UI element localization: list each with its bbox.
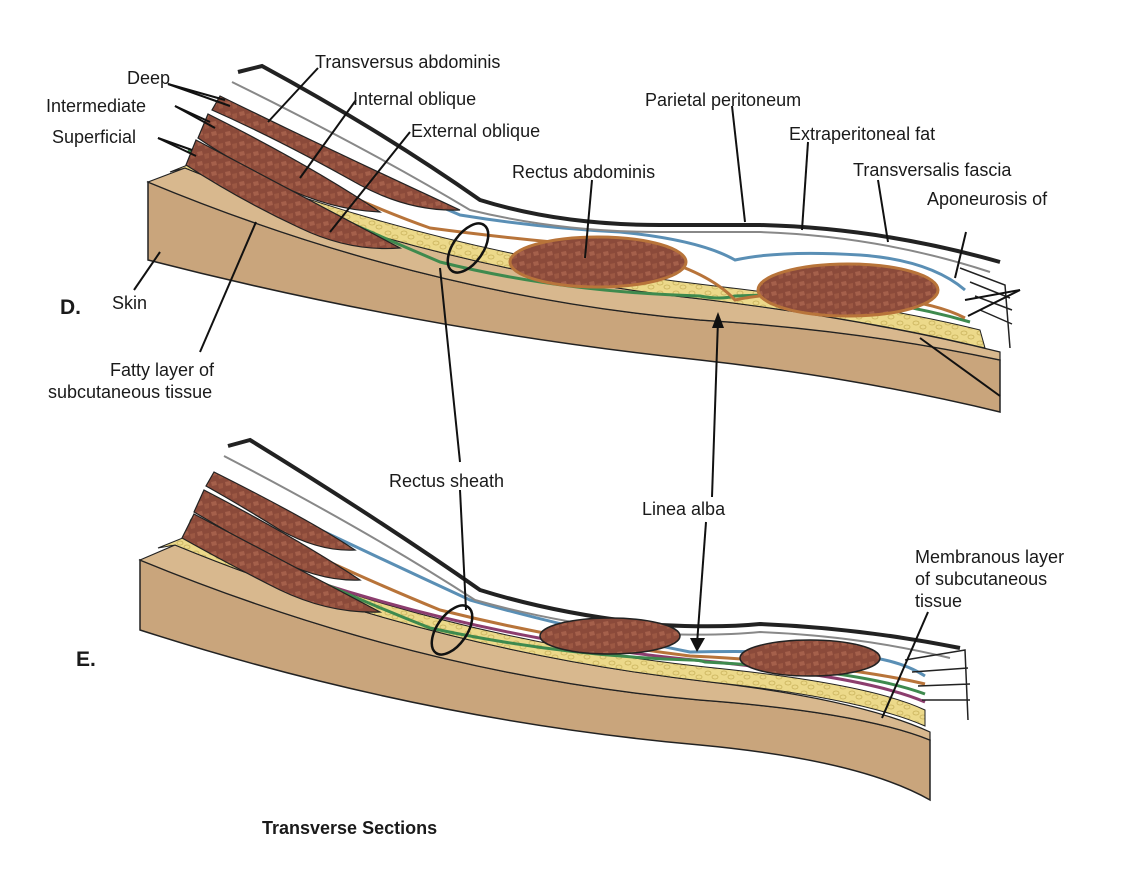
rectus-sheath-marker-e (430, 604, 474, 656)
rectus-sheath-marker-d (446, 222, 490, 274)
label-rectus-sheath: Rectus sheath (389, 471, 505, 491)
label-parietal-peritoneum: Parietal peritoneum (645, 90, 802, 110)
label-extraperitoneal-fat: Extraperitoneal fat (789, 124, 936, 144)
leader-lines (133, 67, 1021, 719)
label-fatty-layer-line2: subcutaneous tissue (48, 382, 213, 402)
label-membranous-line3: tissue (915, 591, 963, 611)
label-rectus-abdominis: Rectus abdominis (512, 162, 656, 182)
panel-label-d: D. (60, 296, 81, 319)
label-transversus-abdominis: Transversus abdominis (315, 52, 501, 72)
label-membranous-line1: Membranous layer (915, 547, 1065, 567)
label-membranous-line2: of subcutaneous (915, 569, 1048, 589)
panel-label-e: E. (76, 648, 96, 671)
peritoneum-d (237, 63, 1001, 264)
label-superficial: Superficial (52, 127, 137, 147)
transversus-muscle-e (205, 471, 357, 551)
label-internal-oblique: Internal oblique (353, 89, 477, 109)
section-e (138, 437, 971, 802)
external-oblique-muscle-d (185, 139, 403, 250)
transversus-muscle-d (211, 95, 461, 211)
label-intermediate: Intermediate (46, 96, 147, 116)
figure-caption: Transverse Sections (262, 818, 438, 838)
fatty-layer-e (157, 534, 926, 727)
rectus-abdominis-right-e (739, 639, 881, 677)
label-skin: Skin (112, 293, 148, 313)
section-d (146, 63, 1013, 413)
label-transversalis-fascia: Transversalis fascia (853, 160, 1012, 180)
label-external-oblique: External oblique (411, 121, 541, 141)
rectus-abdominis-left-e (539, 617, 681, 655)
label-aponeurosis-of: Aponeurosis of (927, 189, 1048, 209)
rectus-abdominis-right-d (756, 262, 940, 318)
arrowheads (690, 312, 724, 652)
external-oblique-muscle-e (181, 513, 383, 613)
label-linea-alba: Linea alba (642, 499, 726, 519)
rectus-abdominis-left-d (508, 235, 688, 289)
label-fatty-layer-line1: Fatty layer of (110, 360, 215, 380)
label-deep: Deep (127, 68, 171, 88)
